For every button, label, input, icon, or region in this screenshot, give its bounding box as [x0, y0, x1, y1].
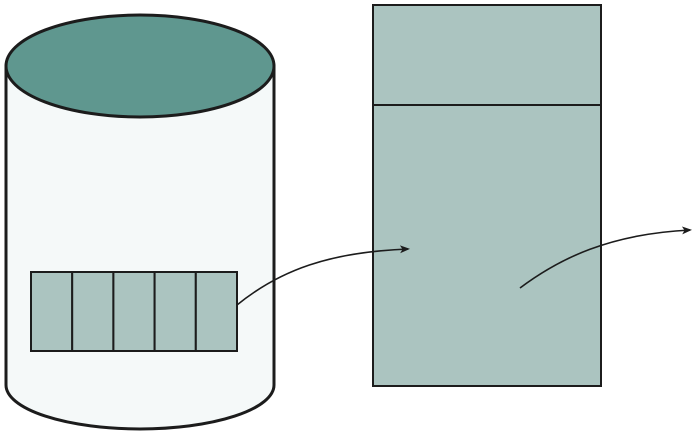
record-segment — [71, 271, 115, 352]
record-strip — [30, 271, 239, 352]
page-box-header — [372, 4, 602, 106]
arrow-record-to-page — [236, 245, 410, 306]
record-segment — [30, 271, 74, 352]
record-segment — [153, 271, 197, 352]
cylinder-body — [4, 64, 276, 431]
page-box-body — [372, 104, 602, 387]
cylinder-top — [4, 13, 276, 119]
arrow-page-out — [519, 226, 692, 289]
page-box — [372, 4, 602, 387]
storage-cylinder — [4, 13, 276, 431]
record-segment — [194, 271, 239, 352]
record-segment — [112, 271, 156, 352]
